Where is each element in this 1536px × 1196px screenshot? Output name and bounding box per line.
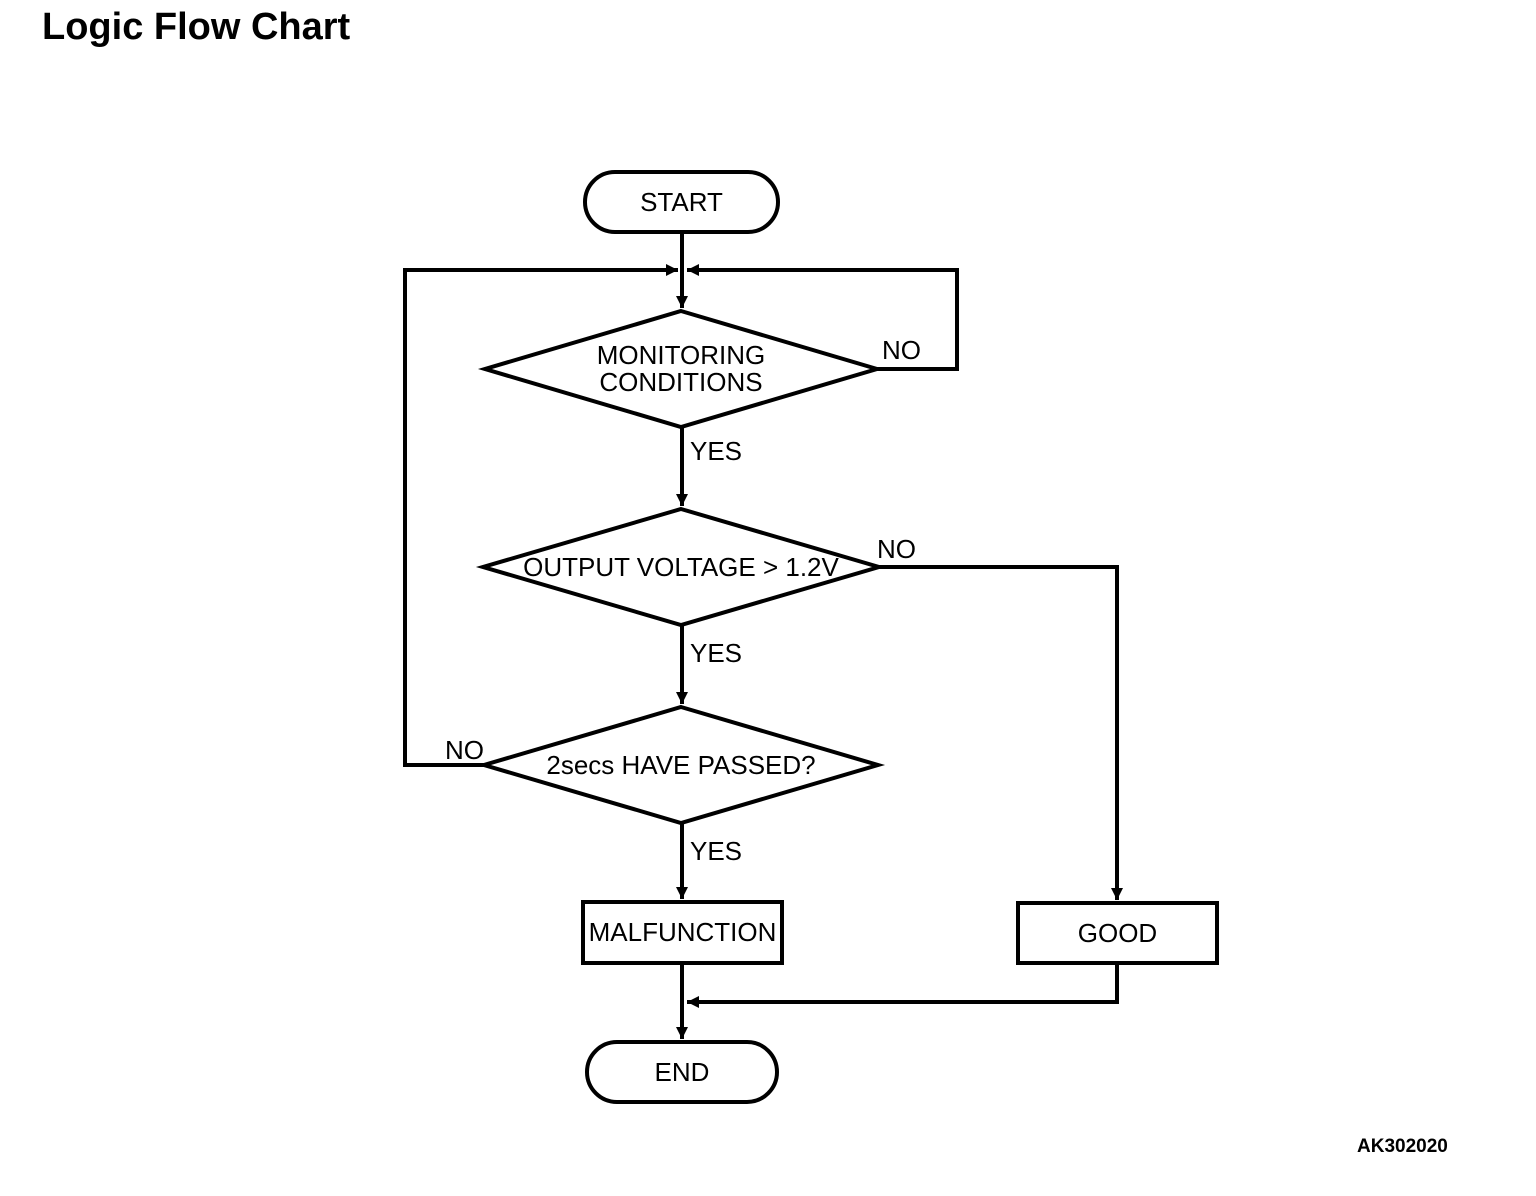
monitoring-no-label: NO [882,335,921,365]
voltage-yes-label: YES [690,638,743,668]
edge-passed-no-loop [403,264,678,767]
passed-yes-label: YES [690,836,743,866]
figure-code: AK302020 [1357,1136,1448,1157]
start-node-shape [583,170,780,234]
voltage-decision-label: OUTPUT VOLTAGE > 1.2V [523,551,839,582]
good-node-shape [1016,901,1219,965]
end-node-label: END [654,1056,710,1087]
monitoring-decision-shape [477,308,885,430]
monitoring-yes-label: YES [690,436,743,466]
malfunction-node-label: MALFUNCTION [588,917,777,947]
passed-decision-shape [476,704,886,826]
page-title: Logic Flow Chart [42,6,351,48]
passed-no-label: NO [445,735,484,765]
voltage-no-label: NO [877,534,916,564]
edge-good-to-merge [687,963,1119,1008]
passed-decision-label: 2secs HAVE PASSED? [546,749,816,780]
end-node-shape [585,1040,779,1104]
start-node-label: START [640,186,723,217]
edge-monitoring-no-loop [687,264,959,371]
voltage-decision-shape [475,506,887,628]
monitoring-decision-label: MONITORING CONDITIONS [596,340,766,397]
edge-voltage-no-to-good [879,565,1123,900]
malfunction-node-shape [581,900,784,965]
good-node-label: GOOD [1077,917,1158,948]
